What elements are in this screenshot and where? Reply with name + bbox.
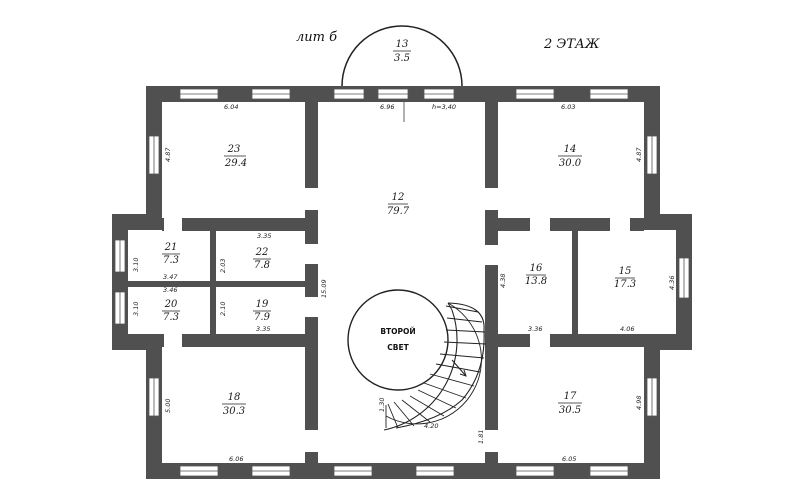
- dim-487-right: 4.87: [635, 147, 643, 162]
- room-number: 17: [564, 391, 577, 402]
- room-21: 21 7.3: [162, 242, 180, 266]
- building-label: лит б: [296, 30, 337, 45]
- room-area: 13.8: [525, 276, 547, 287]
- windows: [114, 88, 690, 477]
- dim-height: h=3,40: [432, 103, 456, 111]
- room-number: 16: [530, 263, 543, 274]
- stair-arrow: [451, 359, 467, 377]
- dim-210: 2.10: [219, 302, 227, 316]
- floor-label: 2 ЭТАЖ: [543, 37, 600, 52]
- room-number: 22: [255, 247, 269, 258]
- dim-606: 6.06: [229, 455, 243, 463]
- dim-487-left: 4.87: [164, 147, 172, 162]
- room-area: 7.8: [254, 260, 270, 271]
- dim-181: 1.81: [477, 430, 485, 444]
- room-number: 18: [228, 392, 241, 403]
- room-15: 15 17.3: [614, 266, 636, 290]
- room-area: 30.5: [559, 405, 581, 416]
- room-number: 12: [392, 192, 405, 203]
- room-12: 12 79.7: [387, 192, 410, 217]
- dim-335-bottom: 3.35: [256, 325, 270, 333]
- room-area: 79.7: [387, 206, 410, 217]
- second-light-line1: ВТОРОЙ: [380, 327, 415, 336]
- room-area: 30.3: [223, 406, 245, 417]
- room-number: 20: [164, 299, 178, 310]
- room-area: 3.5: [394, 53, 410, 64]
- room-number: 13: [396, 39, 409, 50]
- room-area: 17.3: [614, 279, 636, 290]
- room-22: 22 7.8: [253, 247, 271, 271]
- second-light-circle: [347, 289, 449, 391]
- spiral-staircase: [383, 302, 487, 431]
- dim-335-top: 3.35: [257, 232, 271, 240]
- room-23: 23 29.4: [224, 144, 247, 169]
- dim-310-b: 3.10: [132, 302, 140, 316]
- dim-500: 5.00: [164, 399, 172, 413]
- dim-438: 4.38: [499, 274, 507, 288]
- dim-604: 6.04: [224, 103, 238, 111]
- dim-696: 6.96: [380, 103, 394, 111]
- room-number: 19: [256, 299, 269, 310]
- dim-406: 4.06: [620, 325, 634, 333]
- room-16: 16 13.8: [525, 263, 547, 287]
- room-number: 15: [619, 266, 632, 277]
- dim-130: 1.30: [378, 398, 386, 412]
- room-number: 23: [227, 144, 241, 155]
- dim-605: 6.05: [562, 455, 576, 463]
- dim-420: 4.20: [424, 422, 438, 430]
- room-18: 18 30.3: [222, 392, 246, 417]
- room-20: 20 7.3: [162, 299, 180, 323]
- room-number: 21: [164, 242, 178, 253]
- room-area: 29.4: [224, 158, 247, 169]
- dimensions: 6.04 6.96 h=3,40 6.03 4.87 4.87 3.35 3.1…: [132, 103, 676, 463]
- dim-603: 6.03: [561, 103, 575, 111]
- bay-window-arc: [341, 25, 463, 87]
- room-area: 7.9: [254, 312, 271, 323]
- dim-436: 4.36: [668, 276, 676, 290]
- dim-203: 2.03: [219, 259, 227, 273]
- dim-347: 3.47: [163, 273, 178, 281]
- dim-336: 3.36: [528, 325, 542, 333]
- room-number: 14: [564, 144, 577, 155]
- room-area: 30.0: [559, 158, 582, 169]
- room-area: 7.3: [163, 255, 179, 266]
- dim-346: 3.46: [163, 286, 177, 294]
- dim-498: 4.98: [635, 396, 643, 410]
- room-14: 14 30.0: [558, 144, 582, 169]
- door-openings: [164, 188, 630, 452]
- dim-310-a: 3.10: [132, 258, 140, 272]
- room-17: 17 30.5: [558, 391, 582, 416]
- room-area: 7.3: [163, 312, 179, 323]
- walls: [112, 86, 692, 479]
- room-19: 19 7.9: [253, 299, 271, 323]
- dim-1509: 15.09: [320, 279, 328, 298]
- room-13: 13 3.5: [393, 39, 411, 64]
- second-light-line2: СВЕТ: [387, 343, 409, 352]
